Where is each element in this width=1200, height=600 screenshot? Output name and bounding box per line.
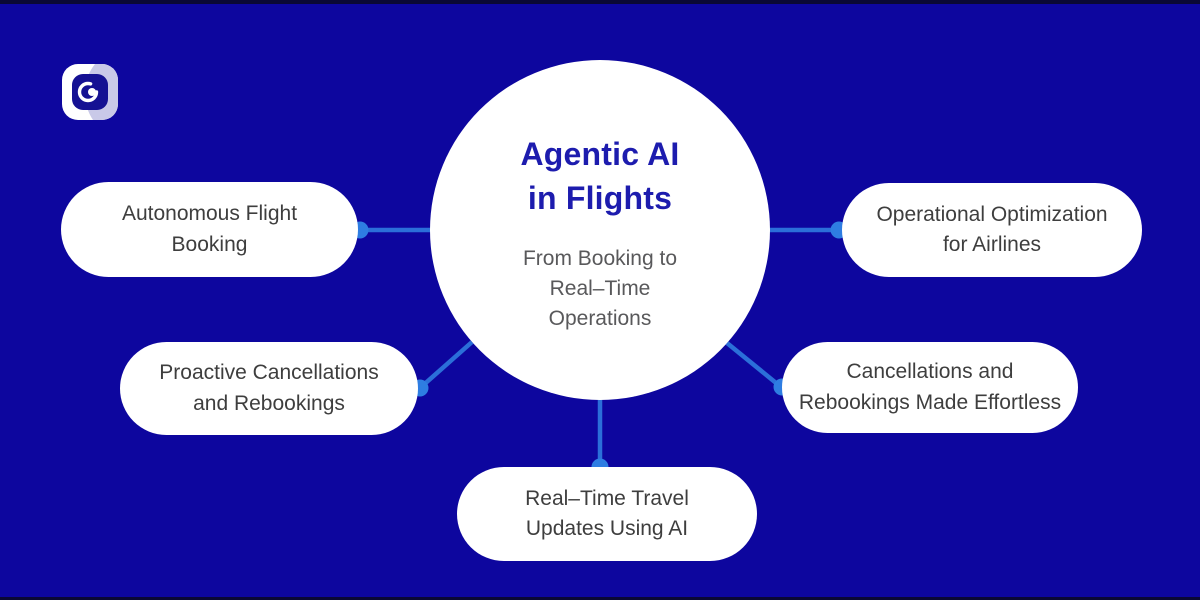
- c-mark-logo-icon: [62, 64, 118, 120]
- node-real-time-travel-updates-using-ai: Real–Time Travel Updates Using AI: [457, 467, 757, 561]
- top-edge-strip: [0, 0, 1200, 4]
- node-label: Real–Time Travel Updates Using AI: [525, 486, 689, 540]
- hub-title: Agentic AI in Flights: [520, 136, 680, 217]
- connector-line-cancellations: [725, 341, 783, 389]
- hub-circle: Agentic AI in Flights From Booking to Re…: [430, 60, 770, 400]
- node-label: Proactive Cancellations and Rebookings: [159, 361, 379, 415]
- hub-subtitle: From Booking to Real–Time Operations: [522, 247, 678, 331]
- node-autonomous-flight-booking: Autonomous Flight Booking: [61, 182, 358, 277]
- node-label: Cancellations and Rebookings Made Effort…: [798, 360, 1062, 414]
- brand-logo: [62, 64, 118, 120]
- node-operational-optimization-for-airlines: Operational Optimization for Airlines: [842, 183, 1142, 277]
- bottom-edge-strip: [0, 597, 1200, 600]
- connector-line-proactive: [418, 340, 474, 390]
- node-label: Operational Optimization for Airlines: [876, 202, 1108, 256]
- node-label: Autonomous Flight Booking: [121, 202, 298, 256]
- node-cancellations-and-rebookings-made-effortless: Cancellations and Rebookings Made Effort…: [782, 342, 1078, 433]
- node-proactive-cancellations-and-rebookings: Proactive Cancellations and Rebookings: [120, 342, 418, 435]
